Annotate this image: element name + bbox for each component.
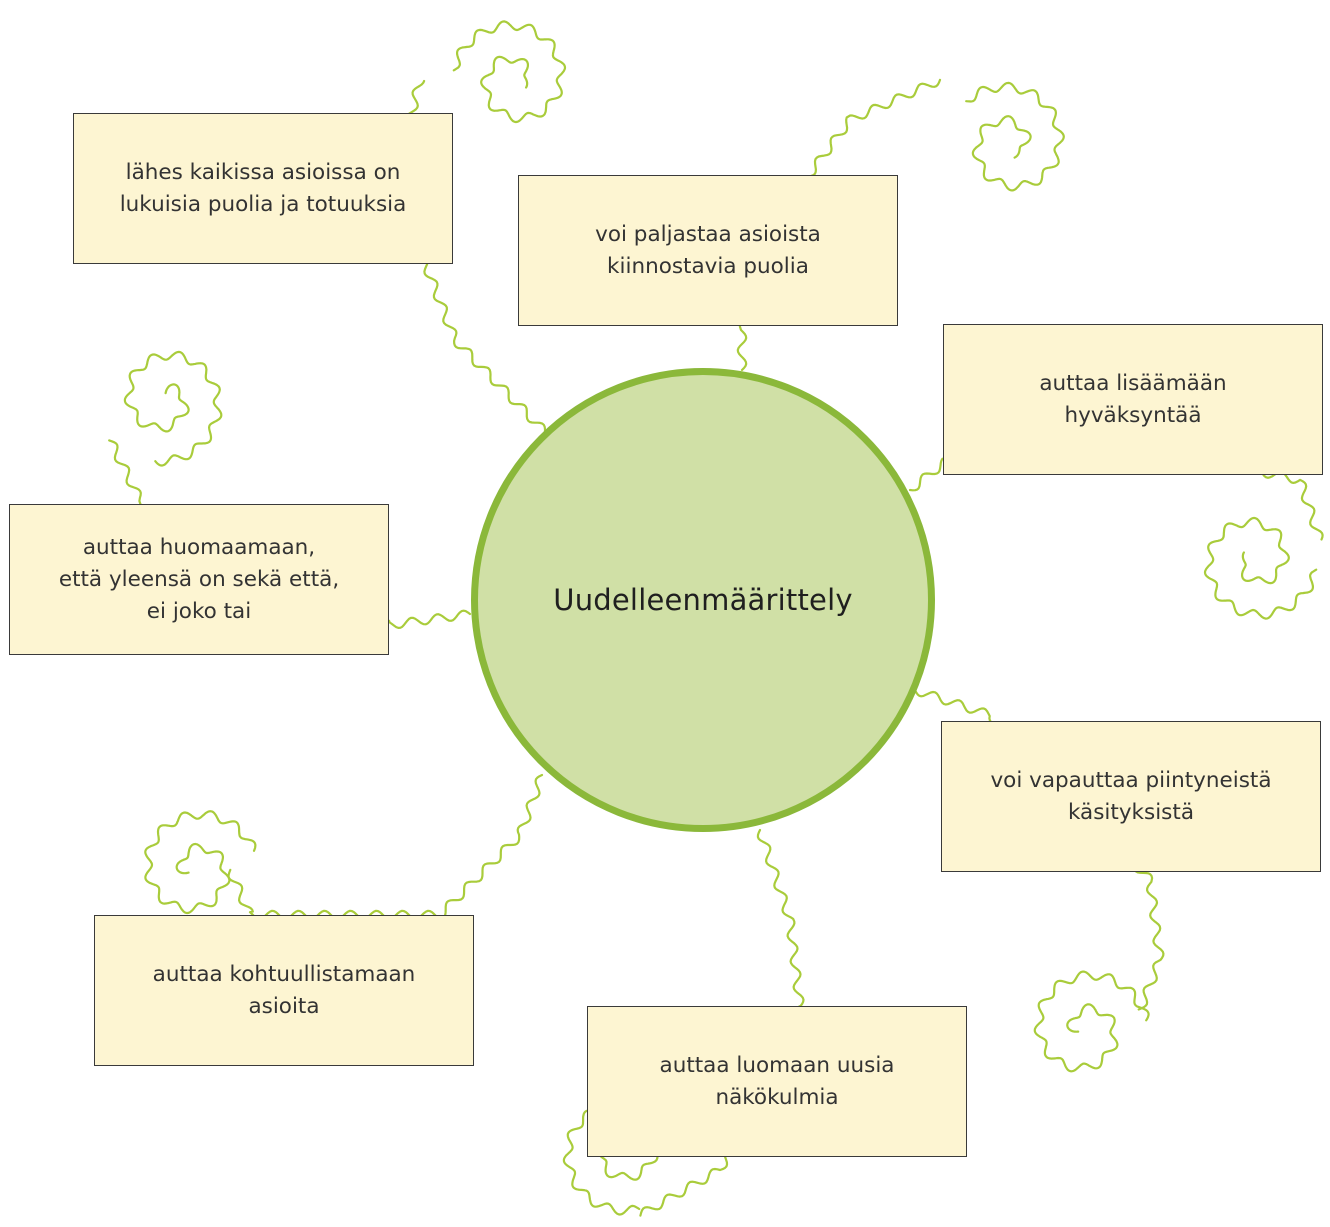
center-title: Uudelleenmäärittely — [553, 583, 853, 617]
swirl-spiral-3 — [1203, 516, 1318, 620]
swirl-spiral-6 — [144, 810, 257, 915]
center-circle: Uudelleenmäärittely — [471, 368, 935, 832]
swirl-spiral-4 — [123, 350, 223, 467]
node-box-moderation: auttaa kohtuullistamaan asioita — [94, 915, 474, 1066]
node-text: auttaa kohtuullistamaan asioita — [152, 961, 416, 1019]
swirl-connector-6 — [227, 773, 544, 921]
node-box-new-perspectives: auttaa luomaan uusia näkökulmia — [587, 1006, 967, 1157]
node-text: auttaa luomaan uusia näkökulmia — [659, 1052, 895, 1110]
node-text: voi paljastaa asioista kiinnostavia puol… — [595, 221, 821, 279]
node-box-acceptance: auttaa lisäämään hyväksyntää — [943, 324, 1323, 475]
node-text: auttaa lisäämään hyväksyntää — [1039, 370, 1227, 428]
node-box-interesting-sides: voi paljastaa asioista kiinnostavia puol… — [518, 175, 898, 326]
node-text: auttaa huomaamaan, että yleensä on sekä … — [58, 534, 340, 624]
swirl-spiral-1 — [452, 20, 567, 124]
node-box-many-sides: lähes kaikissa asioissa on lukuisia puol… — [73, 113, 453, 264]
node-box-free-from-beliefs: voi vapauttaa piintyneistä käsityksistä — [941, 721, 1321, 872]
swirl-spiral-2 — [965, 81, 1065, 192]
node-text: lähes kaikissa asioissa on lukuisia puol… — [119, 159, 407, 217]
node-box-both-and: auttaa huomaamaan, että yleensä on sekä … — [9, 504, 389, 655]
swirl-spiral-5 — [1033, 970, 1150, 1073]
node-text: voi vapauttaa piintyneistä käsityksistä — [990, 767, 1272, 825]
